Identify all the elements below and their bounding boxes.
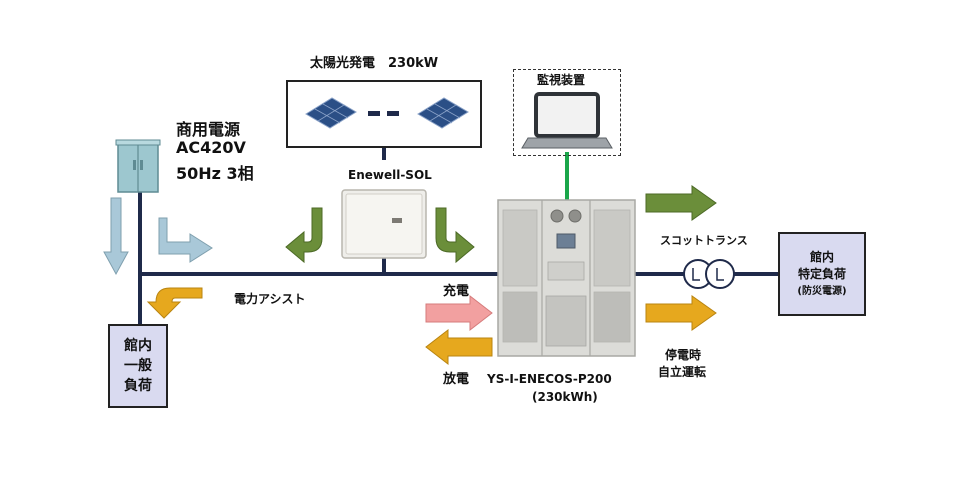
solar-title: 太陽光発電 230kW: [310, 56, 439, 71]
solar-panel-icon: [305, 97, 357, 129]
special-load-box: 館内 特定負荷 (防災電源): [778, 232, 866, 316]
solar-panel-icon: [417, 97, 469, 129]
blackout-line1: 停電時: [665, 348, 702, 362]
scott-transformer-label: スコットトランス: [660, 234, 748, 247]
panel-gap-dash: [368, 111, 380, 116]
solar-array-frame: [286, 80, 482, 148]
monitor-frame: [513, 69, 621, 156]
output-green-arrow: [645, 185, 717, 221]
grid-name: 商用電源: [176, 120, 241, 139]
discharge-arrow: [425, 328, 493, 366]
pcs-unit-icon: [341, 189, 427, 259]
monitor-title: 監視装置: [537, 73, 586, 87]
general-load-line2: 一般: [124, 358, 152, 374]
special-load-line3: (防災電源): [797, 285, 847, 297]
special-load-line2: 特定負荷: [797, 266, 846, 281]
discharge-label: 放電: [443, 372, 470, 387]
pv-left-arrow: [285, 207, 323, 264]
general-load-line3: 負荷: [124, 378, 152, 394]
battery-model: YS-I-ENECOS-P200: [487, 372, 612, 386]
special-load-line1: 館内: [809, 249, 834, 264]
general-load-box: 館内 一般 負荷: [108, 324, 168, 408]
power-assist-arrow: [146, 287, 203, 319]
grid-right-arrow: [158, 217, 213, 263]
scott-transformer-icon: [683, 259, 735, 289]
laptop-icon: [521, 92, 613, 149]
battery-cabinet-icon: [497, 199, 636, 357]
pcs-name: Enewell-SOL: [348, 168, 432, 182]
charge-arrow: [425, 294, 493, 332]
battery-capacity: (230kWh): [532, 390, 598, 404]
bus-lines: [138, 148, 780, 334]
general-load-line1: 館内: [124, 338, 152, 354]
blackout-line2: 自立運転: [658, 365, 707, 379]
grid-cabinet-icon: [115, 139, 161, 193]
grid-down-arrow: [103, 197, 129, 276]
charge-label: 充電: [443, 284, 470, 299]
pv-right-arrow: [435, 207, 475, 264]
blackout-output-arrow: [645, 295, 717, 331]
grid-spec: 50Hz 3相: [176, 164, 254, 183]
power-assist-label: 電力アシスト: [234, 292, 306, 306]
grid-voltage: AC420V: [176, 138, 246, 157]
panel-gap-dash: [387, 111, 399, 116]
